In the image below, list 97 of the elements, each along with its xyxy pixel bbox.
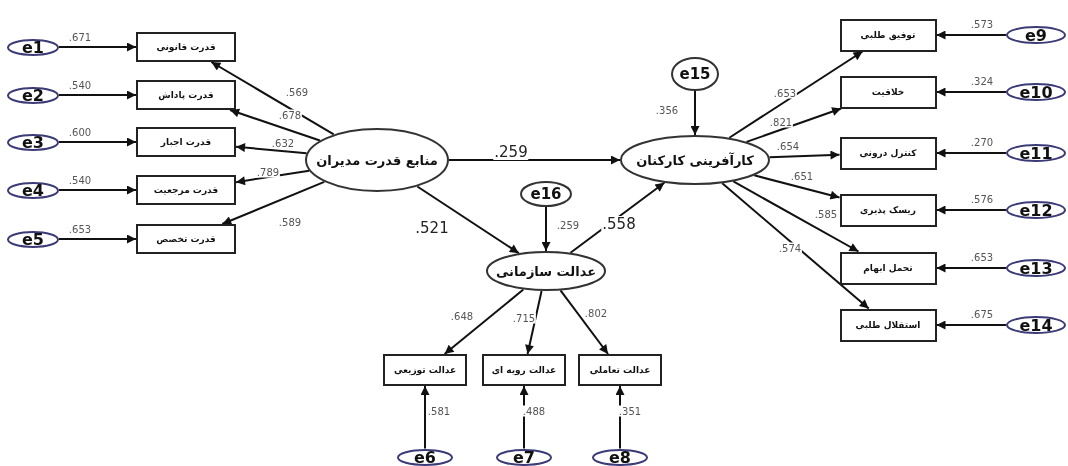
observed-variable-box: توفیق طلبی [839,18,937,52]
latent-variable-ellipse: منابع قدرت مدیران [305,128,449,192]
arrow [615,385,625,450]
arrow [753,174,841,200]
observed-variable-box: عدالت تعاملی [578,354,662,386]
latent-variable-ellipse: کارآفرینی کارکنان [620,135,770,185]
edge-label: .540 [67,174,93,186]
edge-label: .671 [67,31,93,43]
edge-label: .821 [768,116,794,128]
edge-label: .351 [617,405,643,417]
observed-variable-box: ریسک پذیری [839,193,937,227]
arrow [559,289,610,355]
observed-variable-box: قدرت مرجعیت [136,175,236,205]
edge-label: .521 [414,220,450,236]
edge-label: .589 [277,216,303,228]
error-term-ellipse: e2 [7,86,59,104]
error-term-ellipse: e11 [1006,144,1066,162]
error-term-ellipse: e6 [397,448,453,466]
edge-label: .270 [969,136,995,148]
arrow [935,30,1007,40]
edge-label: .576 [969,193,995,205]
edge-label: .581 [426,405,452,417]
edge-label: .651 [789,170,815,182]
error-term-ellipse: e16 [520,181,572,207]
arrow [768,150,841,160]
error-term-ellipse: e12 [1006,201,1066,219]
arrow [221,180,326,225]
error-term-ellipse: e1 [7,38,59,56]
error-term-ellipse: e3 [7,133,59,151]
arrow [229,108,321,142]
edge-label: .632 [270,137,296,149]
edge-label: .653 [772,87,798,99]
observed-variable-box: عدالت توزیعی [383,354,467,386]
edge-label: .675 [969,308,995,320]
observed-variable-box: قدرت پاداش [136,80,236,110]
edge-label: .802 [583,307,609,319]
edge-label: .558 [601,216,637,232]
arrow [541,206,551,252]
arrow [745,107,843,143]
edge-label: .259 [493,144,529,160]
error-term-ellipse: e5 [7,230,59,248]
arrow [525,289,543,355]
arrow [58,42,137,52]
latent-variable-ellipse: عدالت سازمانی [486,251,606,291]
arrow [235,143,308,155]
edge-label: .648 [449,310,475,322]
edge-label: .653 [969,251,995,263]
edge-label: .678 [277,109,303,121]
error-term-ellipse: e7 [496,448,552,466]
edge-label: .653 [67,223,93,235]
edge-label: .574 [777,242,803,254]
arrow [58,234,137,244]
edge-label: .488 [521,405,547,417]
observed-variable-box: کنترل درونی [839,136,937,170]
error-term-ellipse: e4 [7,181,59,199]
arrow [210,61,335,136]
observed-variable-box: استقلال طلبی [839,308,937,342]
edge-label: .540 [67,79,93,91]
edge-label: .573 [969,18,995,30]
edge-label: .356 [654,104,680,116]
observed-variable-box: قدرت قانونی [136,32,236,62]
error-term-ellipse: e14 [1006,316,1066,334]
arrow [721,182,870,310]
edge-label: .585 [813,208,839,220]
arrow [443,288,525,355]
arrow [935,87,1007,97]
edge-label: .324 [969,75,995,87]
edge-label: .654 [775,140,801,152]
error-term-ellipse: e10 [1006,83,1066,101]
arrow [420,385,430,450]
arrow [416,185,520,255]
edge-label: .569 [284,86,310,98]
error-term-ellipse: e13 [1006,259,1066,277]
observed-variable-box: خلاقیت [839,75,937,109]
arrow [935,205,1007,215]
arrow [58,137,137,147]
observed-variable-box: تحمل ابهام [839,251,937,285]
error-term-ellipse: e8 [592,448,648,466]
observed-variable-box: قدرت تخصص [136,224,236,254]
observed-variable-box: عدالت رویه ای [482,354,566,386]
arrow [690,90,700,136]
observed-variable-box: قدرت اجبار [136,127,236,157]
arrow [935,320,1007,330]
arrow [58,185,137,195]
arrow [732,180,860,253]
arrow [935,148,1007,158]
arrow [519,385,529,450]
arrow [58,90,137,100]
arrow [448,155,621,165]
error-term-ellipse: e9 [1006,26,1066,44]
edge-label: .715 [511,312,537,324]
edge-label: .259 [555,219,581,231]
error-term-ellipse: e15 [671,57,719,91]
edge-label: .600 [67,126,93,138]
arrow [935,263,1007,273]
edge-label: .789 [255,166,281,178]
arrow [728,50,864,139]
